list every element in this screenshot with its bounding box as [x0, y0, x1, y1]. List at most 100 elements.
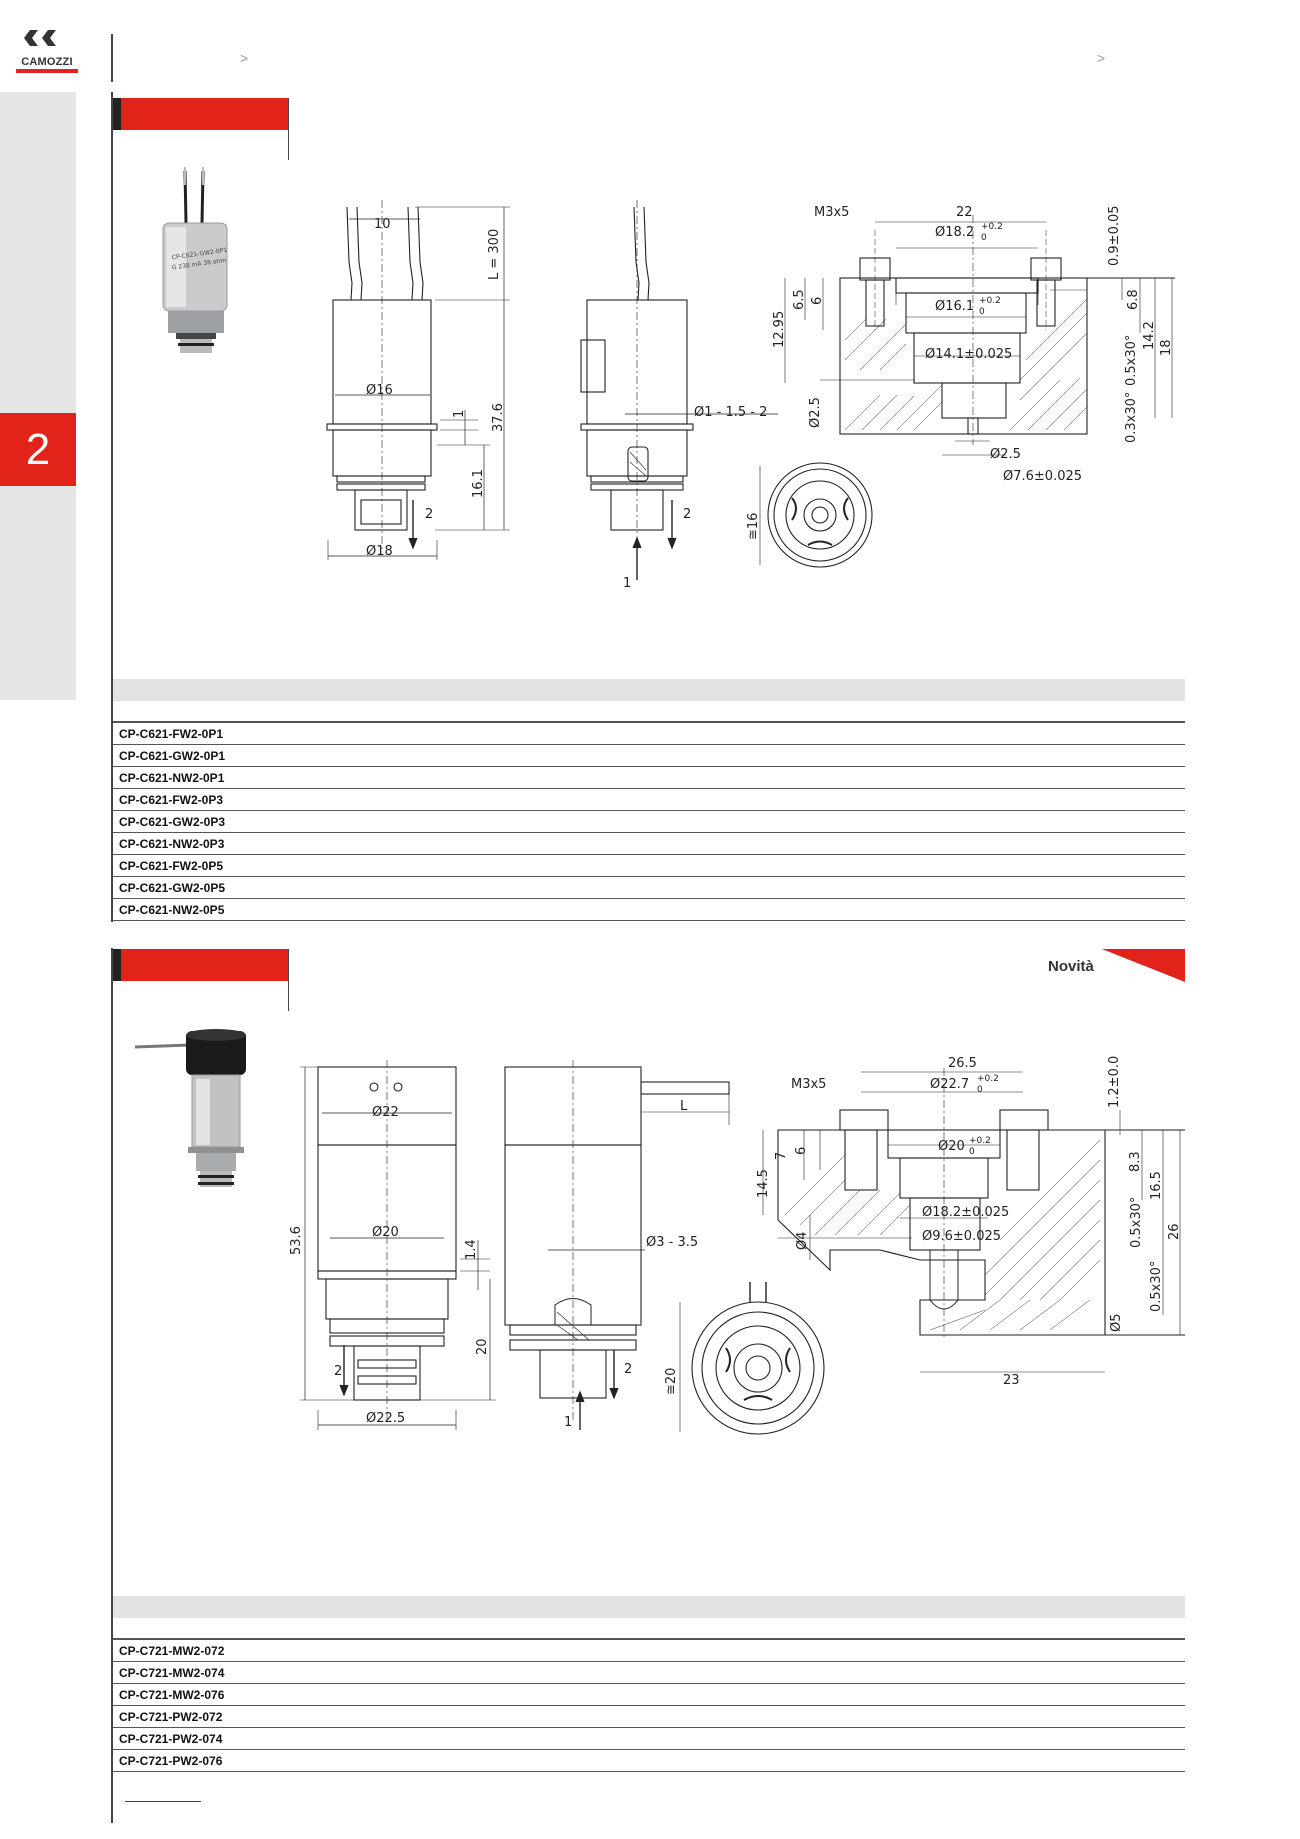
svg-text:Ø1 - 1.5 - 2: Ø1 - 1.5 - 2 [694, 405, 767, 420]
table-row: CP-C621-FW2-0P5 [113, 855, 1185, 877]
svg-text:M3x5: M3x5 [814, 205, 849, 220]
svg-text:Ø22: Ø22 [372, 1105, 399, 1120]
svg-text:Ø4: Ø4 [795, 1231, 810, 1250]
svg-text:2: 2 [624, 1362, 632, 1377]
table-row: CP-C721-MW2-072 [113, 1640, 1185, 1662]
svg-text:0: 0 [977, 1085, 983, 1095]
svg-text:53.6: 53.6 [289, 1226, 304, 1255]
logo-text: CAMOZZI [21, 56, 73, 68]
svg-text:≅16: ≅16 [746, 513, 761, 540]
camozzi-logo [16, 26, 78, 78]
svg-text:16.1: 16.1 [471, 469, 486, 498]
svg-text:Ø9.6±0.025: Ø9.6±0.025 [922, 1229, 1001, 1244]
svg-text:Ø2.5: Ø2.5 [990, 447, 1021, 462]
table-subheader [113, 701, 1185, 722]
svg-text:Ø22.5: Ø22.5 [366, 1411, 405, 1426]
svg-text:14.5: 14.5 [756, 1169, 771, 1198]
logo-bar [16, 69, 78, 73]
content-divider-2 [111, 948, 113, 1778]
svg-text:Ø20: Ø20 [938, 1139, 965, 1154]
svg-text:+0.2: +0.2 [969, 1136, 991, 1146]
svg-text:Ø5: Ø5 [1109, 1313, 1124, 1332]
product-photo-c721 [134, 1029, 246, 1187]
svg-text:12.95: 12.95 [772, 311, 787, 348]
svg-text:Ø18: Ø18 [366, 544, 393, 559]
table-row: CP-C621-FW2-0P1 [113, 723, 1185, 745]
svg-text:Ø18.2: Ø18.2 [935, 225, 974, 240]
svg-text:≅20: ≅20 [664, 1368, 679, 1395]
svg-text:1: 1 [564, 1415, 572, 1430]
svg-text:2: 2 [425, 507, 433, 522]
svg-text:20: 20 [475, 1338, 490, 1355]
svg-text:0.9±0.05: 0.9±0.05 [1107, 205, 1122, 266]
svg-text:Ø2.5: Ø2.5 [808, 397, 823, 428]
table-subheader [113, 1618, 1185, 1639]
section2-header-red [121, 949, 288, 981]
svg-text:22: 22 [956, 205, 973, 220]
svg-text:1.4: 1.4 [464, 1239, 479, 1260]
section1-header-rule [288, 98, 289, 160]
chapter-sidebar [0, 92, 76, 700]
section2-header-dark [113, 949, 121, 981]
svg-text:+0.2: +0.2 [977, 1074, 999, 1084]
svg-text:26: 26 [1167, 1223, 1182, 1240]
table-row: CP-C621-FW2-0P3 [113, 789, 1185, 811]
svg-text:10: 10 [374, 217, 391, 232]
table-row: CP-C721-PW2-074 [113, 1728, 1185, 1750]
new-badge-label: Novità [1048, 958, 1094, 975]
svg-text:18: 18 [1159, 339, 1174, 356]
svg-text:0: 0 [979, 307, 985, 317]
svg-text:1.2±0.05: 1.2±0.05 [1107, 1055, 1122, 1108]
svg-text:6.5: 6.5 [792, 289, 807, 310]
svg-text:1: 1 [623, 576, 631, 591]
table-row: CP-C721-PW2-076 [113, 1750, 1185, 1772]
table-row: CP-C621-NW2-0P1 [113, 767, 1185, 789]
svg-text:Ø7.6±0.025: Ø7.6±0.025 [1003, 469, 1082, 484]
svg-text:Ø18.2±0.025: Ø18.2±0.025 [922, 1205, 1009, 1220]
technical-drawing-c621: 10 L = 300 Ø16 1 37.6 16.1 2 Ø18 Ø1 - 1.… [326, 200, 1175, 591]
svg-text:Ø3 - 3.5: Ø3 - 3.5 [646, 1235, 698, 1250]
svg-text:16.5: 16.5 [1149, 1171, 1164, 1200]
chapter-number-tab[interactable]: 2 [0, 413, 76, 486]
breadcrumb-arrow-left[interactable]: > [240, 50, 249, 66]
svg-text:Ø14.1±0.025: Ø14.1±0.025 [925, 347, 1012, 362]
svg-text:6: 6 [794, 1147, 809, 1155]
header-divider [111, 34, 113, 82]
table-row: CP-C721-MW2-074 [113, 1662, 1185, 1684]
svg-text:6: 6 [810, 297, 825, 305]
new-badge-triangle [1102, 949, 1185, 982]
content-divider [111, 92, 113, 922]
content-divider-3 [111, 1778, 113, 1823]
svg-text:0.5x30°: 0.5x30° [1124, 335, 1139, 386]
table-row: CP-C621-NW2-0P3 [113, 833, 1185, 855]
svg-text:+0.2: +0.2 [981, 222, 1003, 232]
breadcrumb-arrow-right[interactable]: > [1097, 50, 1106, 66]
section2-header-rule [288, 949, 289, 1011]
table-row: CP-C721-MW2-076 [113, 1684, 1185, 1706]
svg-text:0.5x30°: 0.5x30° [1129, 1197, 1144, 1248]
svg-text:M3x5: M3x5 [791, 1077, 826, 1092]
svg-text:1: 1 [452, 410, 467, 418]
table-row: CP-C621-NW2-0P5 [113, 899, 1185, 921]
svg-text:37.6: 37.6 [491, 403, 506, 432]
svg-text:0.3x30°: 0.3x30° [1124, 392, 1139, 443]
svg-text:0: 0 [981, 233, 987, 243]
svg-text:0: 0 [969, 1147, 975, 1157]
table-row: CP-C621-GW2-0P1 [113, 745, 1185, 767]
svg-text:Ø16: Ø16 [366, 383, 393, 398]
svg-text:Ø22.7: Ø22.7 [930, 1077, 969, 1092]
section1-header-dark [113, 98, 121, 130]
svg-text:+0.2: +0.2 [979, 296, 1001, 306]
table-row: CP-C721-PW2-072 [113, 1706, 1185, 1728]
table-header [113, 1596, 1185, 1618]
svg-text:0.5x30°: 0.5x30° [1149, 1261, 1164, 1312]
svg-text:2: 2 [683, 507, 691, 522]
table-header [113, 679, 1185, 701]
product-photo-c621: CP-C621-GW2-0P1 G 238 mA 38 ohm [162, 167, 228, 353]
svg-text:26.5: 26.5 [948, 1056, 977, 1071]
svg-text:23: 23 [1003, 1373, 1020, 1388]
technical-drawing-c721: Ø22 Ø20 53.6 1.4 20 2 Ø22.5 L Ø3 - 3.5 2… [289, 1055, 1185, 1435]
svg-text:14.2: 14.2 [1142, 321, 1157, 350]
